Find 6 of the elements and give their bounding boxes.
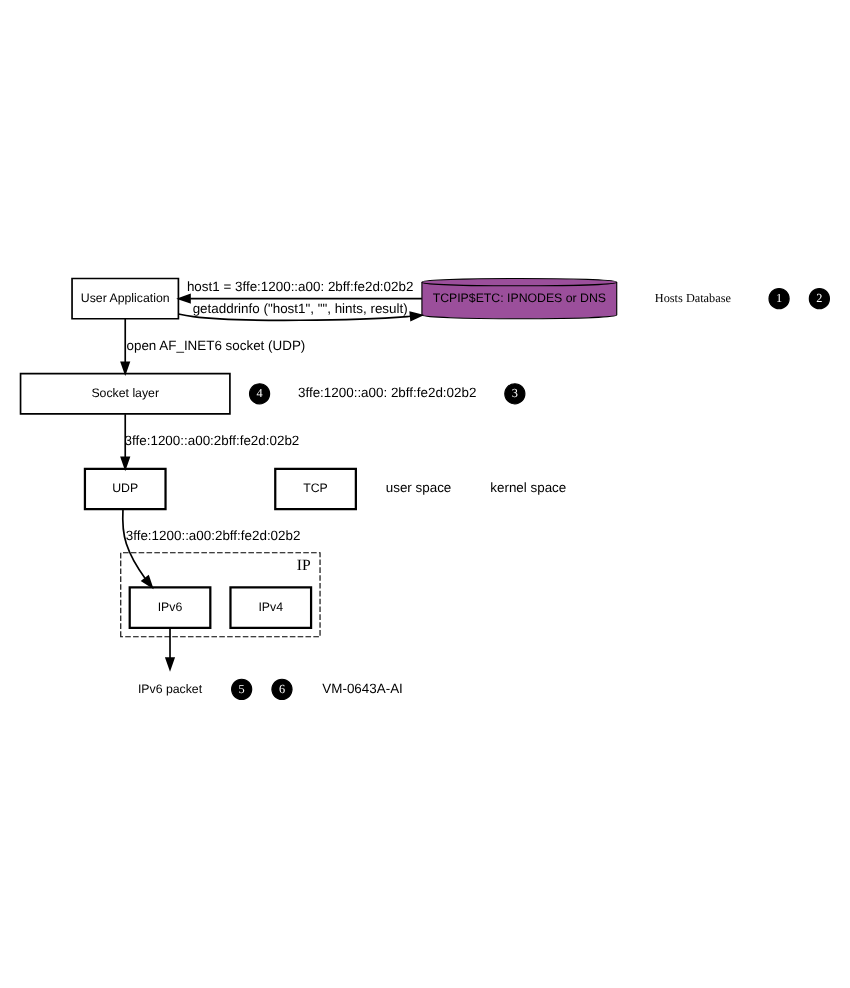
arrow [120, 413, 131, 472]
arrow [176, 293, 423, 304]
arrow [177, 311, 425, 322]
arrow [120, 318, 131, 376]
arrow [121, 508, 154, 590]
arrow [164, 627, 176, 672]
